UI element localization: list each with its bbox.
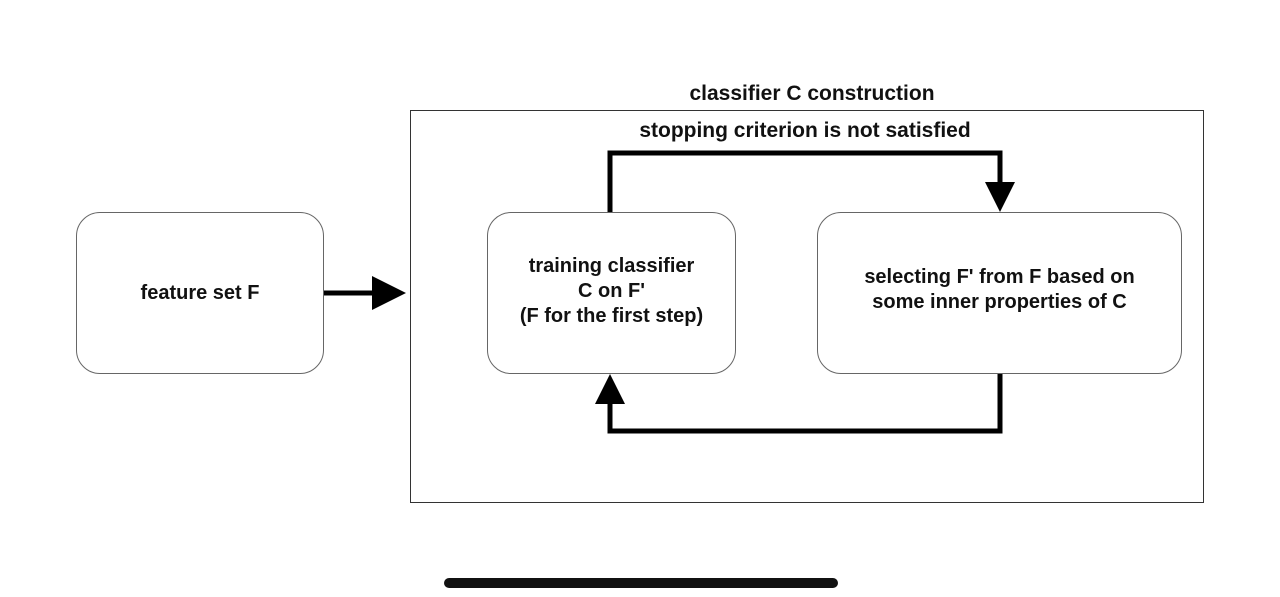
loop-forward-arrow (607, 150, 1015, 212)
feature-selection-label: selecting F' from F based on some inner … (864, 266, 1135, 313)
loop-return-arrow (595, 374, 1003, 434)
feature-set-label: feature set F (140, 281, 260, 304)
feature-set-node: feature set F (76, 212, 324, 374)
classifier-construction-group (410, 110, 1204, 503)
loop-condition-label: stopping criterion is not satisfied (639, 119, 971, 142)
group-title: classifier C construction (689, 82, 935, 105)
feature-selection-node: selecting F' from F based on some inner … (817, 212, 1182, 374)
home-indicator-bar[interactable] (444, 578, 838, 588)
input-arrow (324, 276, 406, 310)
training-classifier-node: training classifier C on F' (F for the f… (487, 212, 736, 374)
training-classifier-label: training classifier C on F' (F for the f… (519, 254, 704, 327)
